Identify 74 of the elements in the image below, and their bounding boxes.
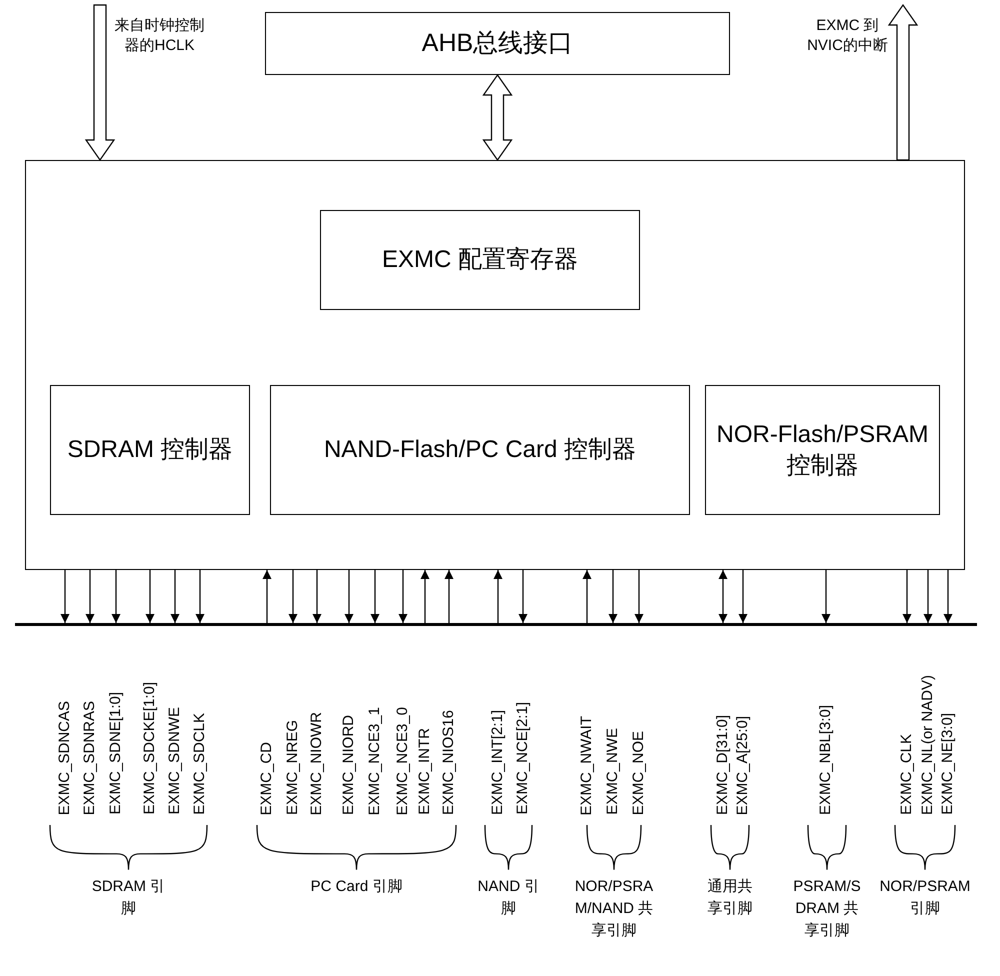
arrow xyxy=(370,570,380,623)
arrow xyxy=(944,570,952,623)
edge-label: 来自时钟控制器的HCLK xyxy=(114,16,206,55)
hollow-arrow xyxy=(84,4,116,162)
pin-group-caption: PC Card 引脚 xyxy=(310,877,404,897)
signal-name: EXMC_SDNRAS xyxy=(82,700,97,815)
signal-name: EXMC_INT[2:1] xyxy=(490,710,505,815)
arrow xyxy=(902,570,912,623)
arrow xyxy=(288,570,298,623)
arrow xyxy=(822,570,830,623)
signal-name: EXMC_NCE3_0 xyxy=(395,706,410,815)
signal-name: EXMC_SDNWE xyxy=(167,707,182,815)
signal-name: EXMC_A[25:0] xyxy=(735,716,750,815)
arrow xyxy=(420,570,430,623)
signal-name: EXMC_NL(or NADV) xyxy=(920,674,935,815)
exmc-block xyxy=(25,160,965,570)
box-label: EXMC 配置寄存器 xyxy=(380,245,579,276)
pin-group-caption: PSRAM/SDRAM 共享引脚 xyxy=(792,877,862,940)
arrow xyxy=(494,570,502,623)
signal-name: EXMC_SDCLK xyxy=(192,713,207,815)
signal-name: EXMC_D[31:0] xyxy=(715,714,730,815)
pin-group-caption: SDRAM 引脚 xyxy=(90,877,166,919)
arrow xyxy=(924,570,932,623)
arrow xyxy=(718,570,728,623)
signal-name: EXMC_CD xyxy=(259,742,274,815)
hollow-arrow xyxy=(888,4,918,161)
arrow xyxy=(634,570,644,623)
pin-group-caption: NAND 引脚 xyxy=(476,877,540,919)
signal-name: EXMC_NWAIT xyxy=(579,716,594,815)
arrow xyxy=(312,570,322,623)
box-label: AHB总线接口 xyxy=(420,28,574,60)
signal-name: EXMC_INTR xyxy=(417,728,432,815)
signal-name: EXMC_NCE[2:1] xyxy=(515,702,530,815)
pin-group-caption: 通用共享引脚 xyxy=(708,877,752,919)
arrow xyxy=(344,570,354,623)
module-box xyxy=(265,12,730,75)
pin-group-caption: NOR/PSRAM 引脚 xyxy=(878,877,972,919)
signal-name: EXMC_NIOWR xyxy=(309,712,324,815)
box-label: NAND-Flash/PC Card 控制器 xyxy=(322,435,638,466)
module-box xyxy=(270,385,690,515)
module-box xyxy=(320,210,640,310)
arrow xyxy=(196,570,204,623)
signal-name: EXMC_NWE xyxy=(605,728,620,815)
signal-name: EXMC_CLK xyxy=(899,734,914,815)
signal-name: EXMC_NIOS16 xyxy=(441,710,456,815)
arrow xyxy=(518,570,528,623)
signal-name: EXMC_SDNE[1:0] xyxy=(108,692,123,815)
arrow xyxy=(170,570,180,623)
arrow xyxy=(608,570,618,623)
arrow xyxy=(398,570,408,623)
signal-name: EXMC_SDNCAS xyxy=(57,700,72,815)
signal-name: EXMC_NCE3_1 xyxy=(367,706,382,815)
hollow-arrow xyxy=(482,74,513,162)
box-label: SDRAM 控制器 xyxy=(66,435,234,466)
box-label: NOR-Flash/PSRAM 控制器 xyxy=(715,420,930,481)
arrow xyxy=(112,570,120,623)
arrow xyxy=(262,570,272,623)
signal-name: EXMC_NIORD xyxy=(341,714,356,815)
signal-name: EXMC_NBL[3:0] xyxy=(818,704,833,815)
arrow xyxy=(738,570,748,623)
arrow xyxy=(60,570,70,623)
signal-name: EXMC_NE[3:0] xyxy=(940,713,955,815)
arrow xyxy=(444,570,454,623)
arrow xyxy=(146,570,154,623)
signal-name: EXMC_SDCKE[1:0] xyxy=(142,682,157,815)
module-box xyxy=(50,385,250,515)
arrow xyxy=(582,570,592,623)
pin-group-caption: NOR/PSRAM/NAND 共享引脚 xyxy=(574,877,654,940)
module-box xyxy=(705,385,940,515)
signal-name: EXMC_NOE xyxy=(631,730,646,815)
signal-name: EXMC_NREG xyxy=(285,720,300,815)
arrow xyxy=(86,570,94,623)
edge-label: EXMC 到 NVIC的中断 xyxy=(806,16,889,55)
bus-line xyxy=(15,623,977,626)
